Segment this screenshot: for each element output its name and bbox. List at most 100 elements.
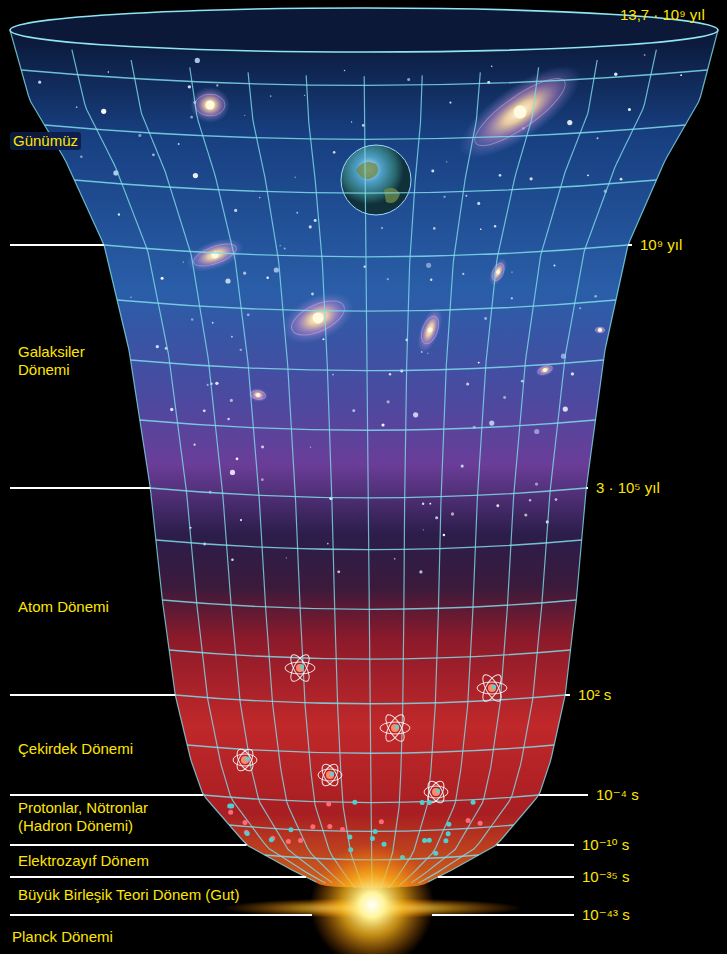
particle	[347, 834, 352, 839]
atom-orbit	[234, 747, 256, 774]
era-divider	[10, 876, 306, 878]
era-label: Atom Dönemi	[18, 598, 109, 616]
time-label: 3 · 10⁵ yıl	[596, 479, 660, 497]
grid-meridian	[72, 50, 326, 884]
galaxy-arm	[489, 262, 506, 283]
star	[489, 420, 494, 425]
atom	[285, 652, 315, 684]
star	[389, 373, 391, 375]
particle	[327, 824, 332, 829]
galaxy-arm	[596, 328, 605, 333]
grid-meridian	[418, 50, 656, 884]
star	[327, 543, 329, 545]
star	[170, 408, 173, 411]
star	[422, 503, 424, 505]
atom-orbit	[287, 652, 312, 684]
grid-meridian	[306, 75, 363, 889]
star	[156, 345, 159, 348]
star	[304, 95, 305, 96]
star	[529, 499, 531, 501]
grid-meridian	[380, 75, 422, 889]
star	[212, 322, 214, 324]
star	[466, 383, 469, 386]
star	[524, 513, 527, 516]
particle	[229, 803, 234, 808]
particle	[352, 800, 357, 805]
star	[351, 121, 352, 122]
particle	[471, 800, 476, 805]
star	[478, 362, 480, 364]
galaxy-core	[598, 328, 602, 332]
star	[503, 396, 506, 399]
galaxy-disk	[190, 87, 230, 123]
atom-orbit	[425, 779, 447, 806]
galaxy-disk	[485, 255, 510, 288]
funnel-body	[10, 17, 719, 888]
star	[567, 120, 572, 125]
atom-orbit	[479, 672, 504, 704]
galaxy-core	[427, 327, 433, 333]
particle	[443, 838, 448, 843]
star	[680, 74, 682, 76]
star	[191, 318, 194, 321]
particle	[379, 819, 384, 824]
star	[280, 245, 281, 246]
star	[183, 261, 184, 262]
time-tick	[628, 244, 632, 246]
star	[76, 106, 78, 108]
era-label: Protonlar, Nötronlar (Hadron Dönemi)	[18, 799, 196, 835]
star	[443, 534, 445, 536]
particle	[269, 837, 274, 842]
galaxy-disk	[412, 304, 447, 356]
star	[352, 409, 355, 412]
galaxy	[190, 87, 230, 123]
particle	[373, 829, 378, 834]
galaxy-disk	[274, 282, 361, 354]
star	[152, 154, 155, 157]
particle	[420, 800, 425, 805]
atom	[380, 712, 410, 744]
era-label: Elektrozayıf Dönem	[18, 852, 149, 870]
galaxy-arm	[195, 94, 225, 116]
galaxy	[182, 232, 248, 279]
star	[496, 504, 499, 507]
grid-meridian	[428, 30, 718, 882]
time-label: 10⁻¹⁰ s	[582, 836, 629, 854]
star	[240, 349, 242, 351]
grid-meridian	[131, 60, 332, 883]
star	[108, 71, 109, 72]
particle	[446, 831, 451, 836]
era-label: Çekirdek Dönemi	[18, 740, 133, 758]
atom	[477, 672, 507, 704]
star	[161, 277, 164, 280]
star	[381, 423, 384, 426]
atom-nucleus	[326, 771, 334, 779]
star	[407, 78, 410, 81]
time-tick	[586, 487, 588, 489]
galaxy-core	[542, 367, 547, 372]
grid-meridian	[364, 76, 372, 884]
star	[309, 225, 312, 228]
galaxy-disk	[182, 232, 248, 279]
star	[477, 202, 480, 205]
atom	[318, 762, 342, 789]
star	[225, 278, 230, 283]
atom-orbit	[319, 762, 341, 789]
galaxy	[274, 282, 361, 354]
star	[230, 399, 233, 402]
atom-nucleus	[391, 724, 399, 732]
atom-orbit	[424, 786, 448, 798]
star	[571, 372, 574, 375]
star	[443, 196, 445, 198]
funnel-rim	[10, 8, 718, 52]
galaxy-core	[311, 311, 326, 326]
atom-orbit	[425, 779, 447, 806]
atom-nucleus	[432, 788, 440, 796]
star	[535, 482, 538, 485]
galaxy-arm	[418, 314, 442, 346]
particle	[422, 838, 427, 843]
galaxy-arm	[467, 68, 573, 156]
star	[587, 174, 589, 176]
